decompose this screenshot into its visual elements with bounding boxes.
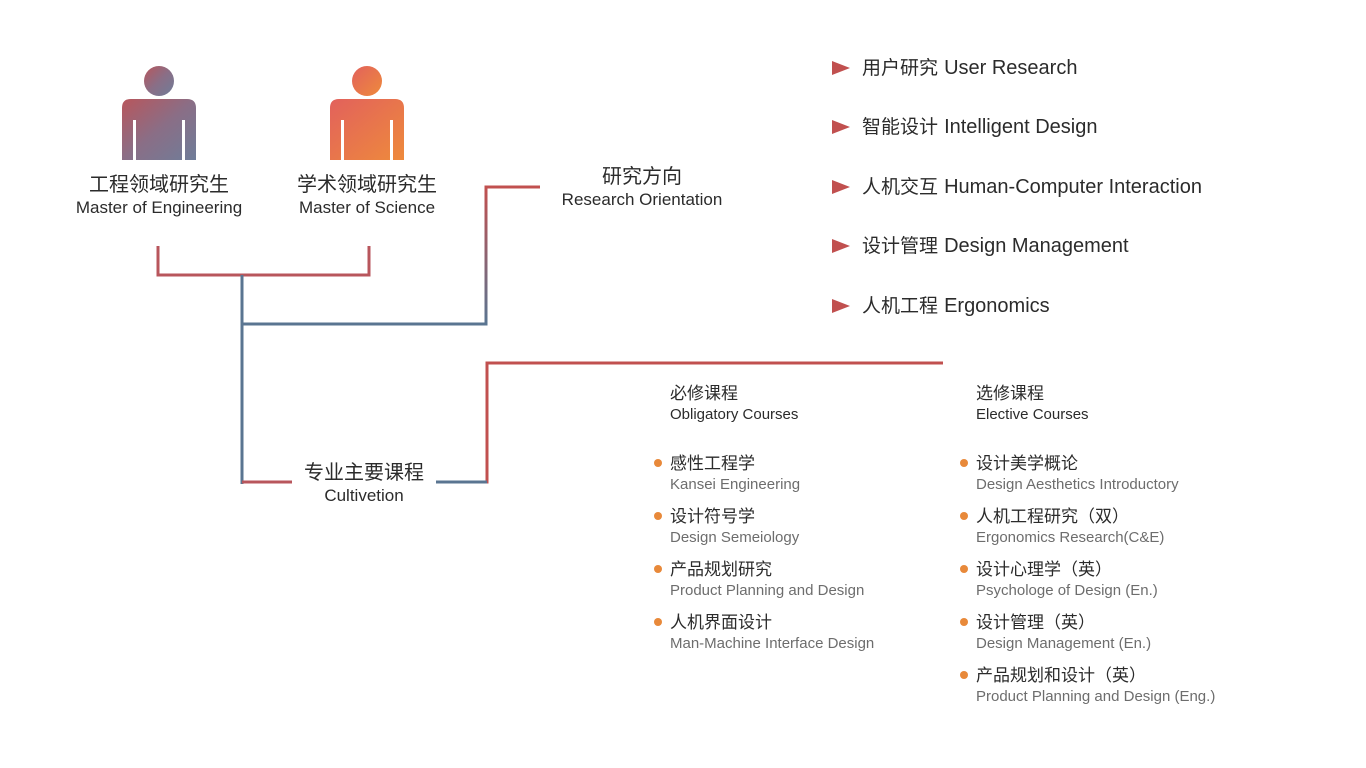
obligatory-heading: 必修课程 Obligatory Courses — [670, 384, 798, 424]
research-item-zh: 人机交互 — [862, 176, 939, 198]
research-orientation-zh: 研究方向 — [602, 164, 682, 188]
research-item-en: Human-Computer Interaction — [944, 176, 1202, 198]
bullet-icon — [654, 459, 662, 467]
course-en: Man-Machine Interface Design — [670, 635, 875, 652]
course-zh: 设计心理学（英） — [976, 560, 1112, 580]
elective-course: 设计心理学（英） Psychologe of Design (En.) — [976, 559, 1158, 600]
research-item-en: Intelligent Design — [944, 116, 1098, 138]
research-item-design-management: 设计管理 Design Management — [862, 234, 1129, 258]
research-item-zh: 人机工程 — [862, 295, 939, 317]
course-en: Ergonomics Research(C&E) — [976, 529, 1165, 546]
research-item-en: User Research — [944, 57, 1078, 79]
science-label-en: Master of Science — [298, 198, 436, 217]
course-zh: 人机界面设计 — [670, 613, 772, 633]
research-item-hci: 人机交互 Human-Computer Interaction — [862, 175, 1202, 199]
course-en: Psychologe of Design (En.) — [976, 582, 1158, 599]
bullet-icon — [960, 512, 968, 520]
bullet-icon — [960, 459, 968, 467]
elective-heading-en: Elective Courses — [976, 406, 1089, 423]
obligatory-course: 人机界面设计 Man-Machine Interface Design — [670, 612, 874, 653]
engineering-label-en: Master of Engineering — [75, 198, 243, 217]
course-en: Kansei Engineering — [670, 476, 801, 493]
course-en: Product Planning and Design (Eng.) — [976, 688, 1216, 705]
bullet-icon — [960, 671, 968, 679]
course-en: Design Management (En.) — [976, 635, 1152, 652]
course-zh: 设计美学概论 — [976, 454, 1078, 474]
research-item-user-research: 用户研究 User Research — [862, 56, 1077, 80]
arrow-icon-2 — [806, 120, 850, 134]
people-bracket — [156, 246, 371, 277]
course-zh: 设计符号学 — [670, 507, 755, 527]
elective-heading: 选修课程 Elective Courses — [976, 384, 1089, 424]
research-item-ergonomics: 人机工程 Ergonomics — [862, 294, 1050, 318]
engineering-label-zh: 工程领域研究生 — [89, 172, 229, 196]
course-zh: 人机工程研究（双） — [976, 507, 1129, 527]
bullet-icon — [960, 565, 968, 573]
person-icon-science — [330, 66, 404, 160]
cultivation-en: Cultivetion — [324, 486, 404, 505]
research-item-zh: 智能设计 — [862, 116, 939, 138]
obligatory-course: 产品规划研究 Product Planning and Design — [670, 559, 864, 600]
elective-heading-zh: 选修课程 — [976, 384, 1044, 404]
elective-course: 设计管理（英） Design Management (En.) — [976, 612, 1151, 653]
bullet-icon — [960, 618, 968, 626]
research-orientation-label: 研究方向 Research Orientation — [542, 163, 742, 211]
obligatory-course: 感性工程学 Kansei Engineering — [670, 453, 800, 494]
elective-course: 人机工程研究（双） Ergonomics Research(C&E) — [976, 506, 1164, 547]
research-item-en: Design Management — [944, 235, 1129, 257]
research-item-zh: 设计管理 — [862, 235, 939, 257]
bullet-icon — [654, 512, 662, 520]
elective-course: 设计美学概论 Design Aesthetics Introductory — [976, 453, 1179, 494]
obligatory-heading-en: Obligatory Courses — [670, 406, 799, 423]
course-zh: 产品规划和设计（英） — [976, 666, 1146, 686]
arrow-icon-1 — [806, 61, 850, 75]
research-orientation-en: Research Orientation — [561, 190, 723, 209]
person-icon-engineering — [122, 66, 196, 160]
course-zh: 感性工程学 — [670, 454, 755, 474]
course-en: Design Aesthetics Introductory — [976, 476, 1179, 493]
research-item-zh: 用户研究 — [862, 57, 939, 79]
arrow-icon-3 — [806, 180, 850, 194]
research-item-en: Ergonomics — [944, 295, 1050, 317]
science-label-zh: 学术领域研究生 — [297, 172, 437, 196]
bullet-icon — [654, 618, 662, 626]
arrow-icon-4 — [806, 239, 850, 253]
arrow-icon-5 — [806, 299, 850, 313]
obligatory-course: 设计符号学 Design Semeiology — [670, 506, 799, 547]
science-label: 学术领域研究生 Master of Science — [262, 171, 472, 219]
course-zh: 设计管理（英） — [976, 613, 1095, 633]
obligatory-heading-zh: 必修课程 — [670, 384, 738, 404]
engineering-label: 工程领域研究生 Master of Engineering — [54, 171, 264, 219]
cultivation-zh: 专业主要课程 — [304, 460, 424, 484]
cultivation-label: 专业主要课程 Cultivetion — [292, 459, 436, 507]
course-en: Product Planning and Design — [670, 582, 865, 599]
elective-course: 产品规划和设计（英） Product Planning and Design (… — [976, 665, 1215, 706]
course-en: Design Semeiology — [670, 529, 800, 546]
bullet-icon — [654, 565, 662, 573]
research-item-intelligent-design: 智能设计 Intelligent Design — [862, 115, 1098, 139]
course-zh: 产品规划研究 — [670, 560, 772, 580]
